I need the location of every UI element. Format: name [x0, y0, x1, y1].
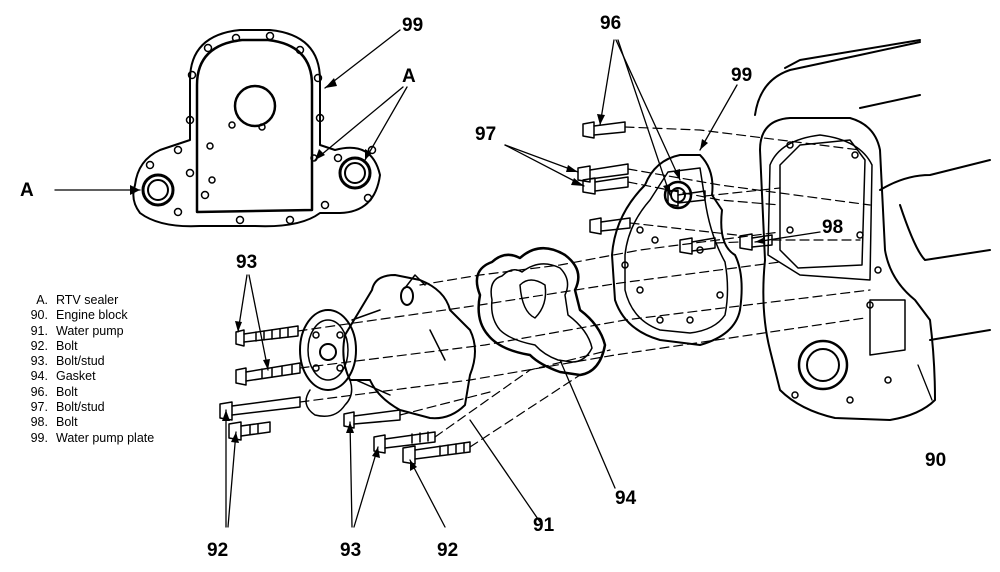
callout-98: 98 — [822, 217, 844, 238]
callout-a-top: A — [402, 66, 416, 87]
legend-text: Bolt/stud — [56, 354, 105, 369]
legend-item: A. RTV sealer — [20, 293, 154, 308]
legend-key: 92. — [30, 338, 48, 353]
legend-key: A. — [36, 293, 48, 307]
bolt-92-lower — [228, 421, 271, 441]
bolt-96-lower — [589, 217, 631, 235]
legend-text: Bolt — [56, 415, 78, 430]
legend-item: 94. Gasket — [20, 369, 154, 384]
arrowheads — [130, 78, 765, 471]
bolt-93-center — [343, 409, 401, 429]
callout-99-top: 99 — [402, 15, 424, 36]
legend-item: 96. Bolt — [20, 385, 154, 400]
inset-water-pump-plate — [132, 29, 381, 228]
callout-96: 96 — [600, 13, 622, 34]
callout-93-top: 93 — [236, 252, 258, 273]
legend-text: RTV sealer — [56, 293, 119, 307]
callout-a-left: A — [20, 180, 34, 201]
callout-97: 97 — [475, 124, 497, 145]
legend-text: Bolt — [56, 384, 78, 399]
legend-key: 91. — [30, 323, 48, 338]
callout-92-bottom: 92 — [437, 540, 459, 561]
legend-key: 97. — [30, 400, 48, 415]
legend-item: 92. Bolt — [20, 339, 154, 354]
legend-text: Bolt — [56, 338, 78, 353]
bolt-93-upper — [235, 325, 299, 347]
legend-item: 93. Bolt/stud — [20, 354, 154, 369]
legend-text: Gasket — [56, 369, 96, 384]
callout-92-left: 92 — [207, 540, 229, 561]
callout-90: 90 — [925, 450, 947, 471]
bolt-96-upper — [582, 121, 626, 139]
parts-legend: A. RTV sealer 90. Engine block 91. Water pu… — [20, 293, 155, 446]
alignment-lines — [297, 126, 871, 448]
legend-key: 96. — [30, 384, 48, 399]
legend-text: Engine block — [56, 308, 128, 323]
legend-key: 93. — [30, 354, 48, 369]
legend-text: Water pump plate — [56, 430, 155, 445]
engine-block-outline — [754, 39, 991, 421]
bolts-left — [219, 325, 471, 465]
legend-text: Bolt/stud — [56, 400, 105, 415]
callout-91: 91 — [533, 515, 555, 536]
leader-lines — [54, 29, 933, 528]
legend-key: 94. — [30, 369, 48, 384]
legend-item: 98. Bolt — [20, 415, 154, 430]
legend-item: 97. Bolt/stud — [20, 400, 154, 415]
legend-key: 98. — [30, 415, 48, 430]
legend-text: Water pump — [56, 323, 124, 338]
legend-key: 99. — [30, 430, 48, 445]
legend-item: 99. Water pump plate — [20, 430, 155, 446]
bolt-93-bottom — [373, 431, 436, 454]
callout-93-bottom: 93 — [340, 540, 362, 561]
water-pump — [299, 274, 476, 420]
legend-key: 90. — [30, 308, 48, 323]
water-pump-plate-exploded — [611, 154, 743, 346]
legend-item: 91. Water pump — [20, 324, 154, 339]
callout-99-right: 99 — [731, 65, 753, 86]
bolt-97-lower — [582, 176, 629, 195]
bolt-92-upper — [219, 396, 301, 421]
legend-item: 90. Engine block — [20, 308, 154, 323]
callout-94: 94 — [615, 488, 637, 509]
